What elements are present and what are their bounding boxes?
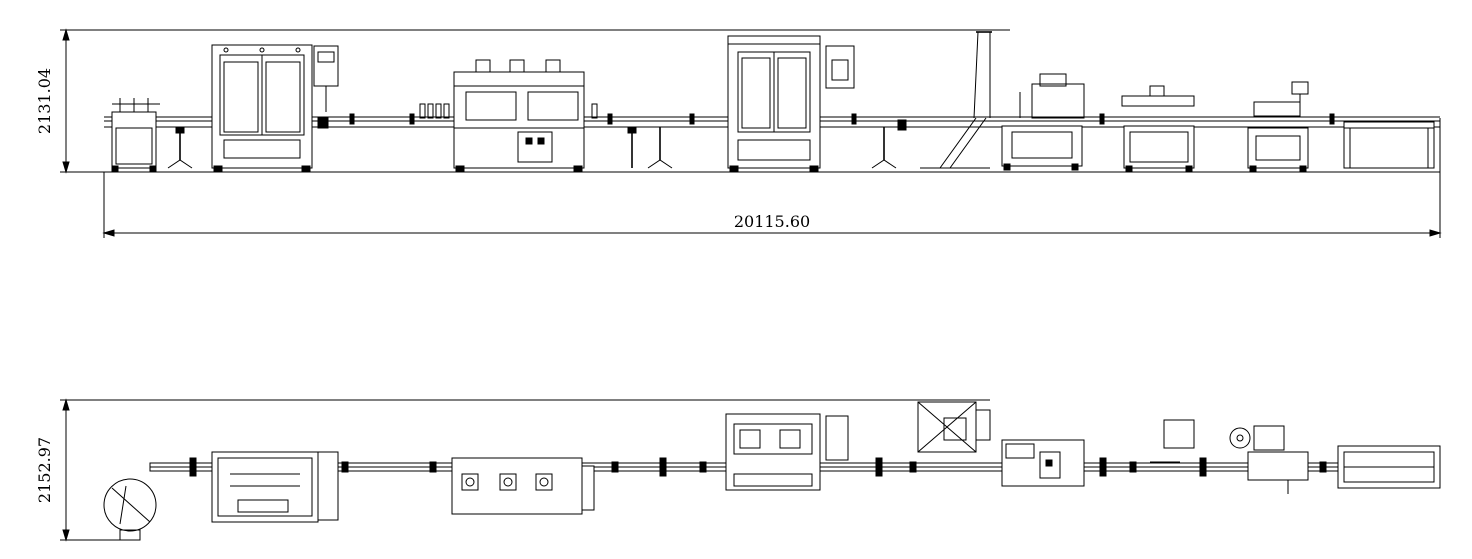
- front-washing-machine: [211, 44, 339, 172]
- top-conveyor-fittings: [189, 457, 1327, 477]
- top-height-label: 2152.97: [35, 437, 54, 503]
- front-capper-unit: [1001, 73, 1085, 171]
- front-bottles: [419, 103, 598, 119]
- front-labeling-machine: [1247, 81, 1309, 172]
- front-stand-2: [627, 126, 637, 168]
- top-filling-machine: [451, 457, 595, 515]
- top-collection-table: [1337, 445, 1441, 489]
- front-stand-3: [647, 127, 673, 169]
- top-washing-machine: [211, 451, 339, 523]
- front-rail-supports: [349, 113, 1335, 125]
- front-collection-table: [1343, 121, 1435, 169]
- top-rotary-table: [103, 478, 157, 541]
- front-stand-4: [871, 119, 907, 169]
- top-cap-hopper: [917, 401, 991, 453]
- front-filling-machine: [453, 59, 585, 172]
- top-capping-machine: [725, 413, 849, 491]
- top-height-dimension: 2152.97: [35, 398, 990, 542]
- front-cap-elevator: [920, 31, 992, 169]
- top-view: 2152.97: [35, 398, 1441, 542]
- front-height-dimension: 2131.04: [35, 28, 1440, 174]
- front-height-label: 2131.04: [35, 68, 54, 134]
- front-sealer: [1121, 85, 1195, 172]
- front-length-label: 20115.60: [734, 212, 810, 231]
- front-capping-machine: [727, 35, 855, 172]
- top-sealer: [1150, 419, 1195, 463]
- front-view: 2131.04 20115.60: [35, 28, 1442, 238]
- front-stand-1: [167, 126, 193, 169]
- front-length-dimension: 20115.60: [102, 118, 1442, 238]
- top-labeling-machine: [1229, 425, 1309, 494]
- top-capper-unit: [1001, 439, 1085, 487]
- front-unscrambler: [111, 98, 160, 172]
